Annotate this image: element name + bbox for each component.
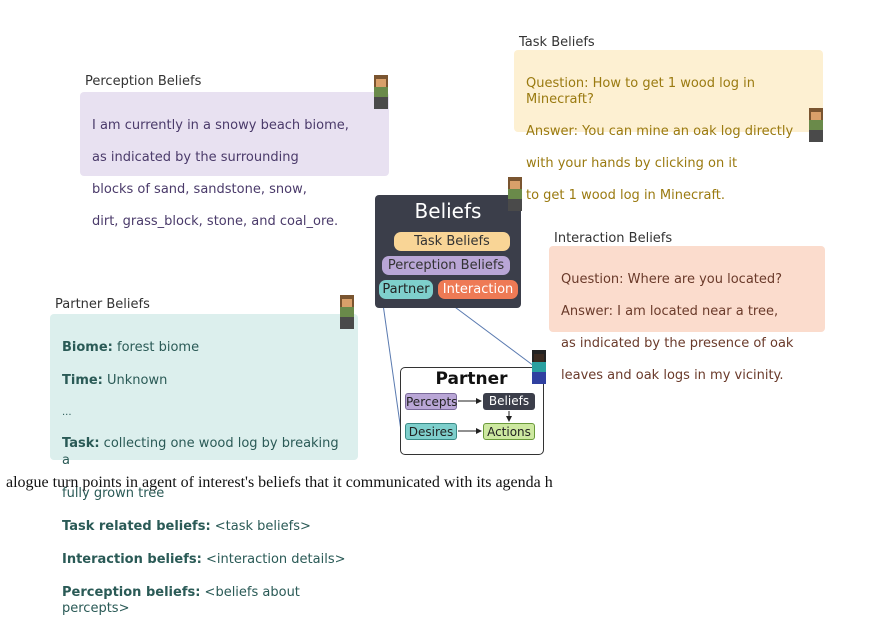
minecraft-character-icon [340,295,354,329]
partner-belief-item: ... [62,406,72,418]
partner-beliefs-title: Partner Beliefs [55,297,150,312]
beliefs-panel-title: Beliefs [414,199,482,223]
partner-model-arrows [458,398,512,434]
partner-belief-item: Task related beliefs: <task beliefs> [62,518,311,534]
minecraft-partner-icon [532,350,546,384]
minecraft-character-icon [508,177,522,211]
interaction-beliefs-box: Question: Where are you located? Answer:… [549,246,825,383]
interaction-line: as indicated by the presence of oak [561,336,794,351]
actions-node: Actions [483,423,535,440]
task-beliefs-pill: Task Beliefs [394,232,510,251]
minecraft-character-icon [809,108,823,142]
interaction-line: leaves and oak logs in my vicinity. [561,368,784,383]
partner-belief-item: Biome: forest biome [62,339,200,355]
task-line: to get 1 wood log in Minecraft. [526,188,726,203]
task-line: Answer: You can mine an oak log directly [526,124,794,139]
task-beliefs-box: Question: How to get 1 wood log in Minec… [514,50,823,203]
partner-belief-item: Time: Unknown [62,372,168,388]
perception-beliefs-pill: Perception Beliefs [382,256,510,275]
partner-model-box: Partner Percepts Beliefs Desires Actions [400,367,544,455]
beliefs-panel: Beliefs Task Beliefs Perception Beliefs … [375,195,521,308]
minecraft-character-icon [374,75,388,109]
perception-line: as indicated by the surrounding [92,150,299,165]
perception-beliefs-title: Perception Beliefs [85,74,202,89]
percepts-node: Percepts [405,393,458,410]
figure-caption: alogue turn points in agent of interest'… [6,474,553,491]
interaction-pill: Interaction [438,280,518,299]
interaction-beliefs-title: Interaction Beliefs [554,231,673,246]
partner-belief-item: Perception beliefs: <beliefs about perce… [62,584,300,617]
task-line: Question: How to get 1 wood log in Minec… [526,76,755,107]
interaction-line: Question: Where are you located? [561,272,783,287]
perception-line: I am currently in a snowy beach biome, [92,118,349,133]
partner-belief-item: Interaction beliefs: <interaction detail… [62,551,346,567]
partner-model-title: Partner [435,369,508,389]
partner-pill: Partner [379,280,433,299]
task-beliefs-title: Task Beliefs [519,35,595,50]
perception-beliefs-box: I am currently in a snowy beach biome, a… [80,92,389,229]
beliefs-node: Beliefs [483,393,535,410]
partner-belief-item: Task: collecting one wood log by breakin… [62,436,339,468]
perception-line: blocks of sand, sandstone, snow, [92,182,307,197]
perception-line: dirt, grass_block, stone, and coal_ore. [92,214,339,229]
desires-node: Desires [405,423,457,440]
task-line: with your hands by clicking on it [526,156,738,171]
interaction-line: Answer: I am located near a tree, [561,304,779,319]
